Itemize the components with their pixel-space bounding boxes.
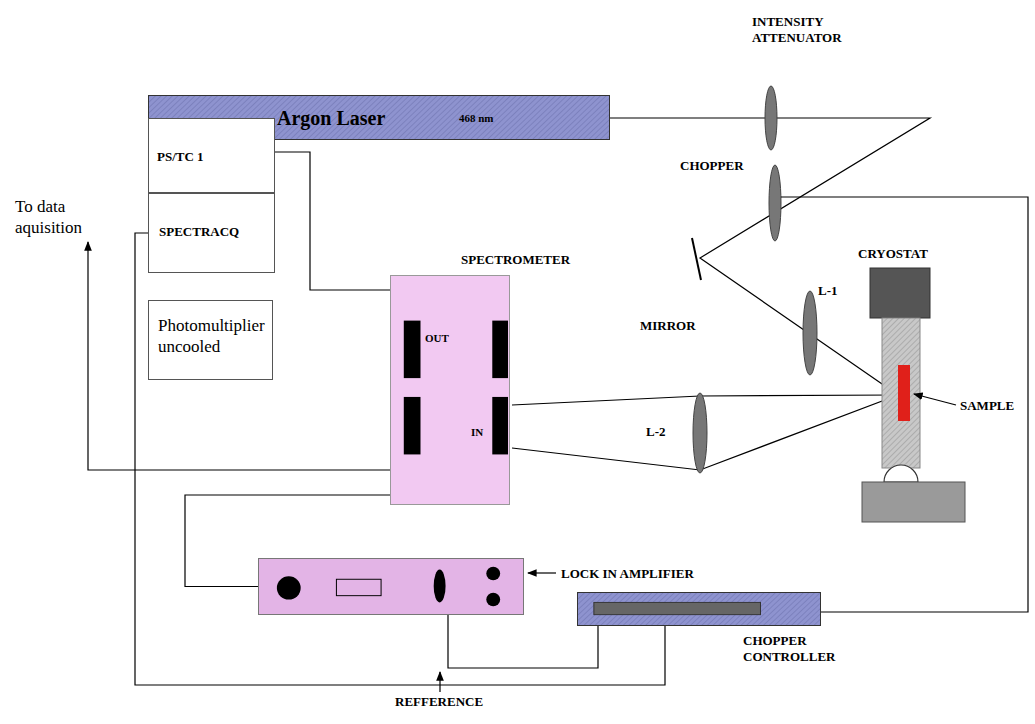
signal-wire — [448, 615, 598, 668]
part-label: SAMPLE — [960, 398, 1014, 414]
box-label: Photomultiplier uncooled — [158, 315, 266, 358]
controller-fill — [578, 593, 820, 625]
part-label: L-2 — [646, 424, 666, 440]
signal-wire — [275, 152, 390, 290]
part-label: CHOPPER — [680, 158, 744, 174]
knob — [486, 593, 500, 607]
chopper-wheel — [769, 165, 781, 241]
spectrometer-body — [391, 276, 509, 504]
cryostat-base — [862, 482, 965, 522]
lockin-pointer — [528, 572, 556, 573]
port-label: OUT — [425, 332, 449, 346]
cryostat-tube — [882, 318, 920, 468]
sample-pointer — [914, 394, 956, 405]
box-label: SPECTRACQ — [159, 224, 239, 240]
cryostat-dome — [884, 465, 918, 482]
heading-label: LOCK IN AMPLIFIER — [561, 566, 694, 582]
reference-pointer — [439, 672, 440, 692]
lockin-panel — [259, 559, 523, 614]
detector-box: Photomultiplier uncooled — [148, 300, 273, 380]
slot — [492, 321, 508, 378]
power-supply-box: PS/TC 1 — [148, 118, 275, 193]
lens-l2 — [693, 393, 707, 473]
controller-slot — [594, 602, 761, 614]
controller-panel — [578, 593, 820, 625]
wavelength: 468 nm — [459, 112, 494, 126]
cryostat-head — [870, 268, 930, 318]
part-label: MIRROR — [640, 318, 696, 334]
part-label: INTENSITY ATTENUATOR — [752, 14, 862, 47]
display — [336, 579, 381, 595]
switch — [434, 570, 446, 603]
device-name: Argon Laser — [277, 106, 385, 131]
slot — [404, 321, 421, 378]
heading-label: CHOPPER CONTROLLER — [743, 633, 843, 666]
spectrometer-box: SPECTROMETEROUTIN — [390, 275, 510, 505]
lockin-box: LOCK IN AMPLIFIER — [258, 558, 524, 615]
output-label: To data aquisition — [15, 196, 135, 239]
part-label: L-1 — [818, 283, 838, 299]
knob — [486, 567, 500, 581]
part-label: CRYOSTAT — [858, 246, 928, 262]
slot — [492, 397, 508, 454]
signal-label: REFFERENCE — [395, 694, 483, 710]
controller-box: CHOPPER CONTROLLER — [577, 592, 821, 626]
chopper-wire — [781, 197, 1028, 612]
acquisition-box: SPECTRACQ — [148, 193, 275, 273]
box-label: PS/TC 1 — [157, 149, 204, 165]
heading-label: SPECTROMETER — [461, 252, 570, 268]
lens-l1 — [803, 291, 817, 375]
sample — [898, 365, 910, 421]
slot — [404, 397, 421, 454]
data-output-arrow — [88, 242, 390, 470]
port-label: IN — [471, 426, 483, 440]
attenuator-lens — [765, 86, 777, 150]
knob — [277, 576, 301, 599]
mirror — [692, 238, 701, 280]
